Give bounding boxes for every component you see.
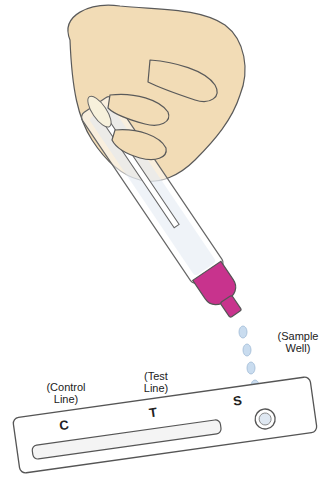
strip-marker: C — [58, 417, 69, 433]
strip-marker: S — [232, 393, 243, 409]
strip-marker: T — [148, 405, 158, 421]
sample-tube — [74, 86, 252, 324]
part-label: (Sample Well) — [271, 330, 325, 354]
part-label: (Test Line) — [134, 370, 178, 394]
fingers — [108, 94, 169, 159]
part-label: (Control Line) — [40, 381, 92, 405]
hand — [68, 5, 245, 181]
